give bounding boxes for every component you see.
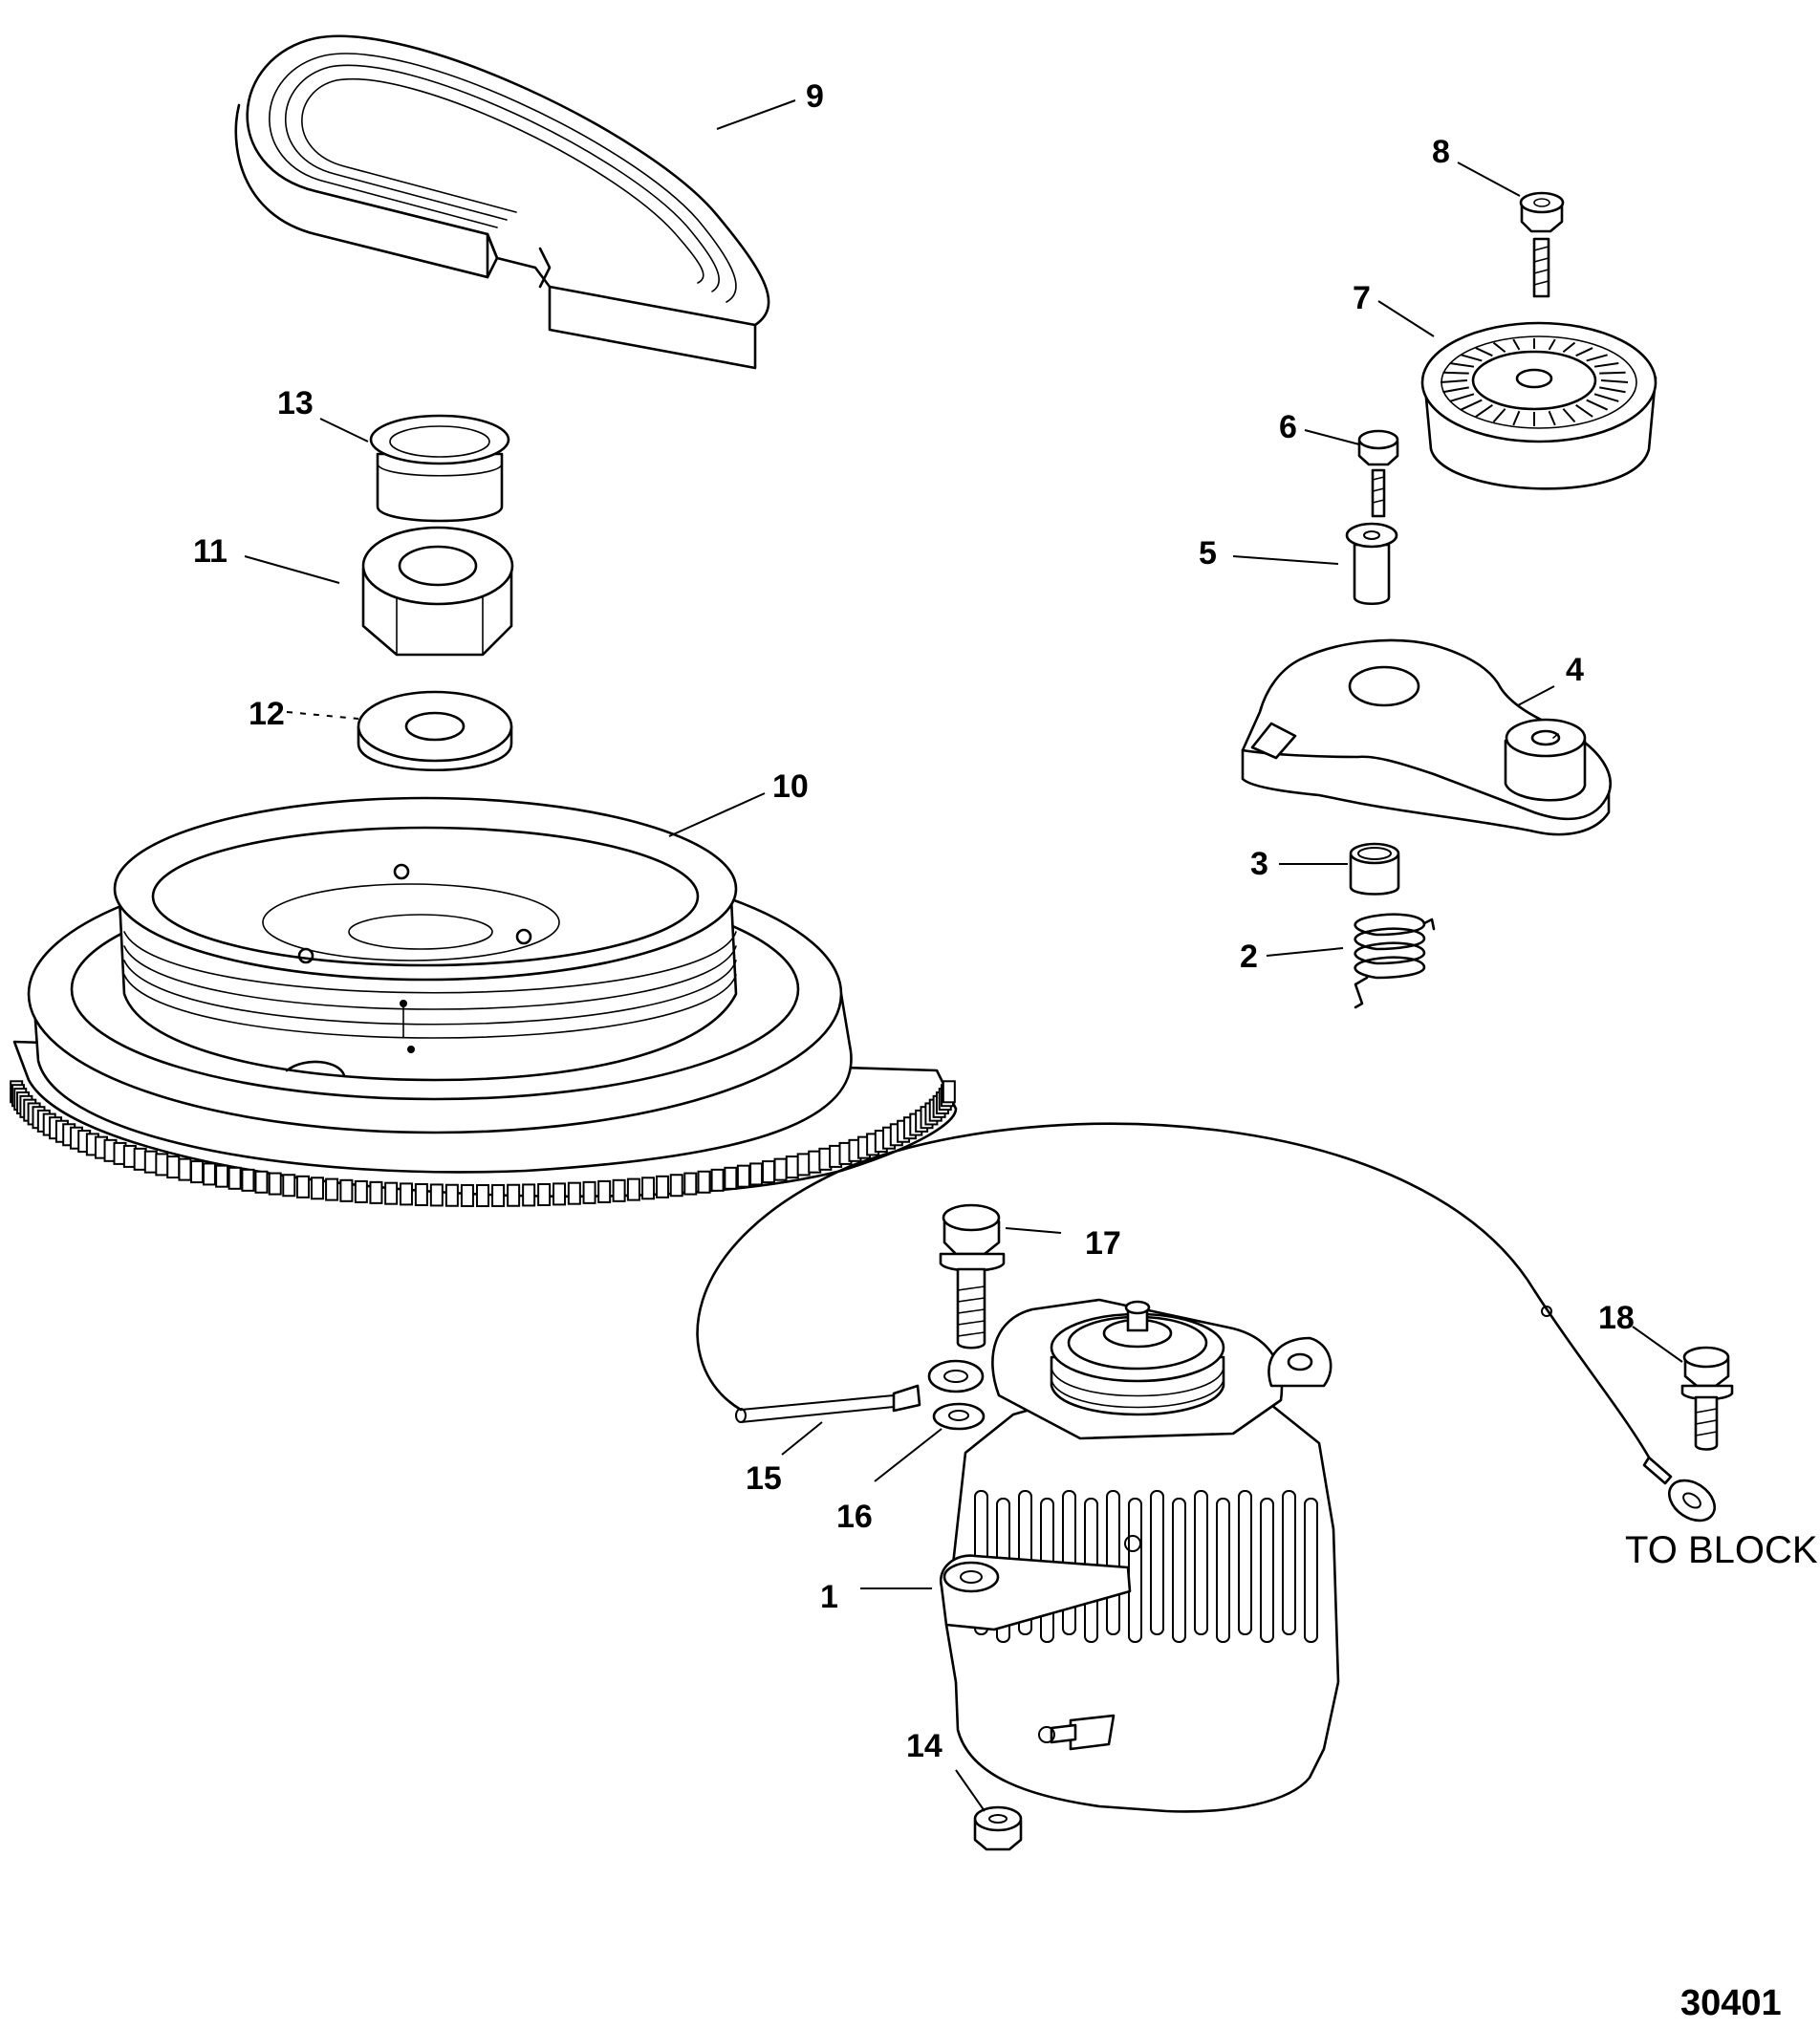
leader-lines xyxy=(244,99,1683,1812)
callout-15: 15 xyxy=(746,1460,782,1497)
bolt-part-18 xyxy=(1680,1346,1734,1451)
callout-17: 17 xyxy=(1085,1225,1121,1262)
callout-9: 9 xyxy=(806,78,824,115)
spacer-sleeve-part-5 xyxy=(1345,522,1398,606)
callout-5: 5 xyxy=(1199,535,1217,572)
callout-3: 3 xyxy=(1250,846,1268,882)
callout-labels: 9 8 7 6 5 4 3 2 13 11 12 10 17 18 15 16 … xyxy=(193,78,1818,2023)
callout-11: 11 xyxy=(193,533,228,570)
nut-part-11 xyxy=(361,526,514,657)
washer-part-16 xyxy=(932,1402,986,1431)
callout-1: 1 xyxy=(820,1579,838,1615)
idler-arm-bracket-part-4 xyxy=(1241,638,1612,836)
ground-cable-part-15 xyxy=(696,1122,1716,1522)
idler-pulley-part-7 xyxy=(1420,321,1658,490)
bushing-part-3 xyxy=(1349,842,1400,896)
washer-part-12 xyxy=(357,690,513,772)
callout-7: 7 xyxy=(1353,280,1371,316)
bolt-part-17 xyxy=(939,1203,1006,1350)
callout-14: 14 xyxy=(906,1728,942,1764)
callout-13: 13 xyxy=(277,385,314,421)
callout-18: 18 xyxy=(1598,1300,1635,1336)
torsion-spring-part-2 xyxy=(1354,913,1436,1009)
bushing-part-13 xyxy=(369,414,510,523)
alternator-part-1 xyxy=(939,1298,1340,1813)
flange-nut-part-8 xyxy=(1519,191,1565,298)
flywheel-part-10 xyxy=(10,796,958,1207)
callout-4: 4 xyxy=(1566,652,1584,688)
flange-bolt-part-6 xyxy=(1357,429,1399,518)
to-block-note: TO BLOCK xyxy=(1625,1529,1818,1571)
callout-6: 6 xyxy=(1279,409,1297,445)
callout-8: 8 xyxy=(1432,134,1450,170)
callout-12: 12 xyxy=(249,696,285,732)
figure-number: 30401 xyxy=(1680,1983,1782,2023)
nut-part-14 xyxy=(973,1805,1023,1851)
callout-10: 10 xyxy=(772,768,809,805)
drive-belt-part-9 xyxy=(234,34,770,370)
callout-16: 16 xyxy=(836,1499,873,1535)
callout-2: 2 xyxy=(1240,939,1258,975)
